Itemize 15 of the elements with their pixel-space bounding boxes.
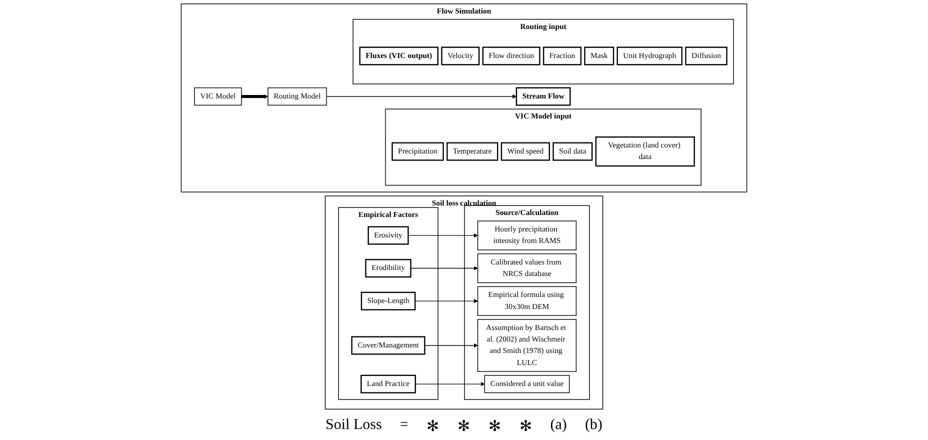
arrow bbox=[415, 382, 485, 386]
note-text: ✻ bbox=[519, 418, 532, 436]
note-text: Soil Loss bbox=[326, 417, 382, 435]
note-text: ✻ bbox=[488, 418, 502, 436]
arrow bbox=[241, 94, 268, 99]
note-text: ✻ bbox=[457, 418, 470, 436]
arrow bbox=[408, 233, 478, 238]
arrow bbox=[326, 94, 517, 99]
note-text: (b) bbox=[584, 417, 602, 435]
note-text: = bbox=[400, 417, 408, 435]
note-text: (a) bbox=[550, 417, 567, 435]
note-text: ✻ bbox=[426, 418, 440, 436]
arrow bbox=[414, 298, 478, 304]
arrow bbox=[410, 266, 478, 270]
arrow bbox=[424, 343, 478, 348]
